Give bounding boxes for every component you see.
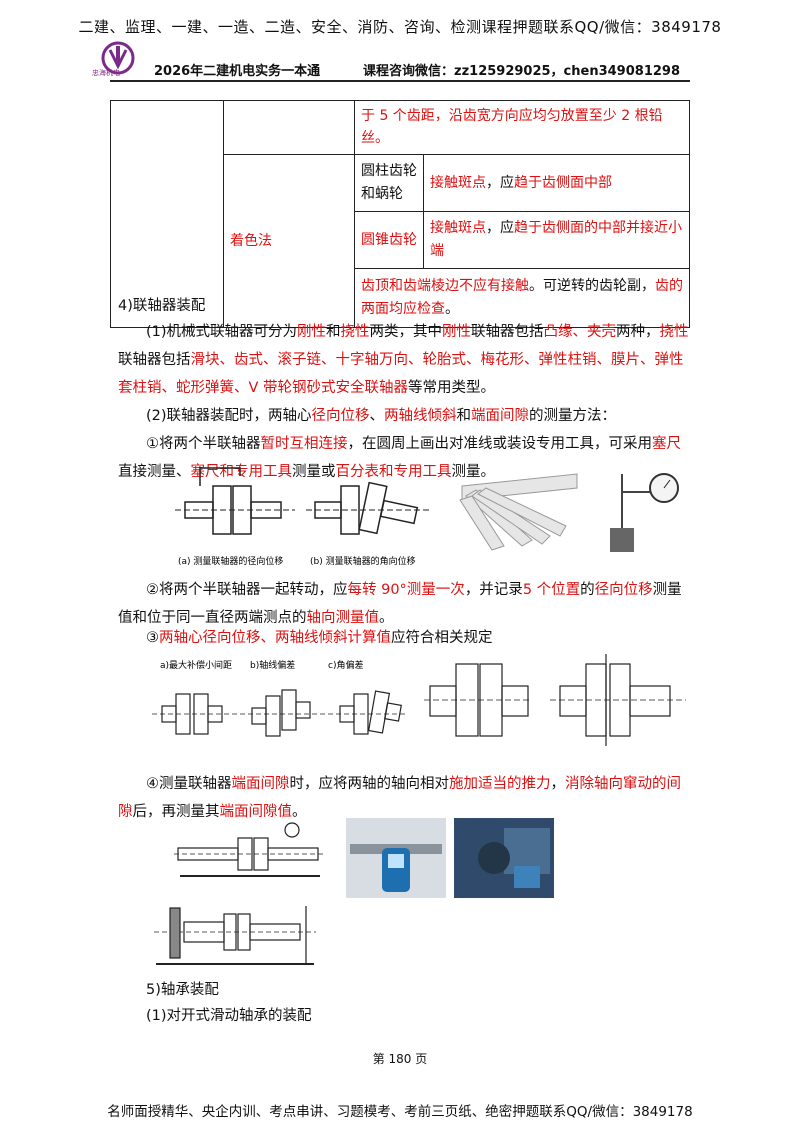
svg-text:(b) 测量联轴器的角向位移: (b) 测量联轴器的角向位移 xyxy=(310,555,416,567)
footer-promo-line: 名师面授精华、央企内训、考点串讲、习题模考、考前三页纸、绝密押题联系QQ/微信：… xyxy=(107,1104,693,1120)
coupling-alignment-diagram xyxy=(424,654,686,746)
brand-logo-icon xyxy=(101,41,135,75)
laser-alignment-icon xyxy=(346,818,446,898)
alignment-deviation-diagram: a)最大补偿小间距 b)轴线偏差 c)角偏差 xyxy=(152,659,408,737)
subsection-heading: (1)对开式滑动轴承的装配 xyxy=(146,1008,312,1024)
header-contact: 课程咨询微信：zz125929025，chen349081298 xyxy=(363,64,680,79)
shaft-measurement-diagram xyxy=(174,822,326,877)
paragraph-measure-step1: ①将两个半联轴器暂时互相连接，在圆周上画出对准线或装设专用工具，可采用塞尺直接测… xyxy=(118,436,681,480)
table-cell: 于 5 个齿距，沿齿宽方向应均匀放置至少 2 根铅丝。 xyxy=(354,100,690,155)
table-cell: 接触斑点，应趋于齿侧面中部 xyxy=(423,153,690,212)
svg-text:c)角偏差: c)角偏差 xyxy=(328,659,363,671)
gear-inspection-table: 于 5 个齿距，沿齿宽方向应均匀放置至少 2 根铅丝。 着色法 圆柱齿轮和蜗轮 … xyxy=(110,100,690,328)
table-row: 着色法 圆柱齿轮和蜗轮 接触斑点，应趋于齿侧面中部 xyxy=(111,153,690,328)
page-number: 第 180 页 xyxy=(372,1052,428,1066)
coupling-measurement-diagram: (a) 测量联轴器的径向位移 (b) 测量联轴器的角向位移 xyxy=(175,467,432,567)
svg-text:a)最大补偿小间距: a)最大补偿小间距 xyxy=(160,659,232,671)
paragraph-coupling-types: (1)机械式联轴器可分为刚性和挠性两类，其中刚性联轴器包括凸缘、夹壳两种，挠性联… xyxy=(118,324,689,396)
section-heading: 5)轴承装配 xyxy=(146,982,219,998)
table-cell: 齿顶和齿端棱边不应有接触。可逆转的齿轮副，齿的两面均应检查。 xyxy=(354,267,690,328)
motor-coupling-icon xyxy=(454,818,554,898)
book-title: 2026年二建机电实务一本通 xyxy=(154,64,321,79)
paragraph-measure-step3: ③两轴心径向位移、两轴线倾斜计算值应符合相关规定 xyxy=(146,630,493,646)
method-label: 着色法 xyxy=(223,153,355,328)
logo-text: 忠海机电 xyxy=(92,69,120,77)
alignment-tool-photo xyxy=(346,818,446,898)
gear-type-cell: 圆柱齿轮和蜗轮 xyxy=(354,153,424,212)
table-row: 齿顶和齿端棱边不应有接触。可逆转的齿轮副，齿的两面均应检查。 xyxy=(111,267,690,328)
svg-text:b)轴线偏差: b)轴线偏差 xyxy=(250,659,295,671)
paragraph-measure-step4: ④测量联轴器端面间隙时，应将两轴的轴向相对施加适当的推力，消除轴向窜动的间隙后，… xyxy=(118,776,681,820)
paragraph-measure-methods: (2)联轴器装配时，两轴心径向位移、两轴线倾斜和端面间隙的测量方法： xyxy=(146,408,617,424)
table-row: 于 5 个齿距，沿齿宽方向应均匀放置至少 2 根铅丝。 xyxy=(110,100,690,328)
dial-indicator-icon xyxy=(610,473,679,552)
feeler-gauge-icon xyxy=(459,473,578,551)
header-promo-line: 二建、监理、一建、一造、二造、安全、消防、咨询、检测课程押题联系QQ/微信：38… xyxy=(78,18,722,36)
paragraph-measure-step2: ②将两个半联轴器一起转动，应每转 90°测量一次，并记录5 个位置的径向位移测量… xyxy=(118,582,682,626)
table-cell: 接触斑点，应趋于齿侧面的中部并接近小端 xyxy=(423,210,690,269)
table-row: 圆锥齿轮 接触斑点，应趋于齿侧面的中部并接近小端 xyxy=(111,210,690,269)
coupling-bench-diagram xyxy=(154,906,316,965)
gear-type-cell: 圆锥齿轮 xyxy=(354,210,424,269)
machinery-photo xyxy=(454,818,554,898)
header-divider xyxy=(110,80,690,82)
section-heading: 4)联轴器装配 xyxy=(118,298,206,314)
svg-text:(a) 测量联轴器的径向位移: (a) 测量联轴器的径向位移 xyxy=(178,555,283,567)
